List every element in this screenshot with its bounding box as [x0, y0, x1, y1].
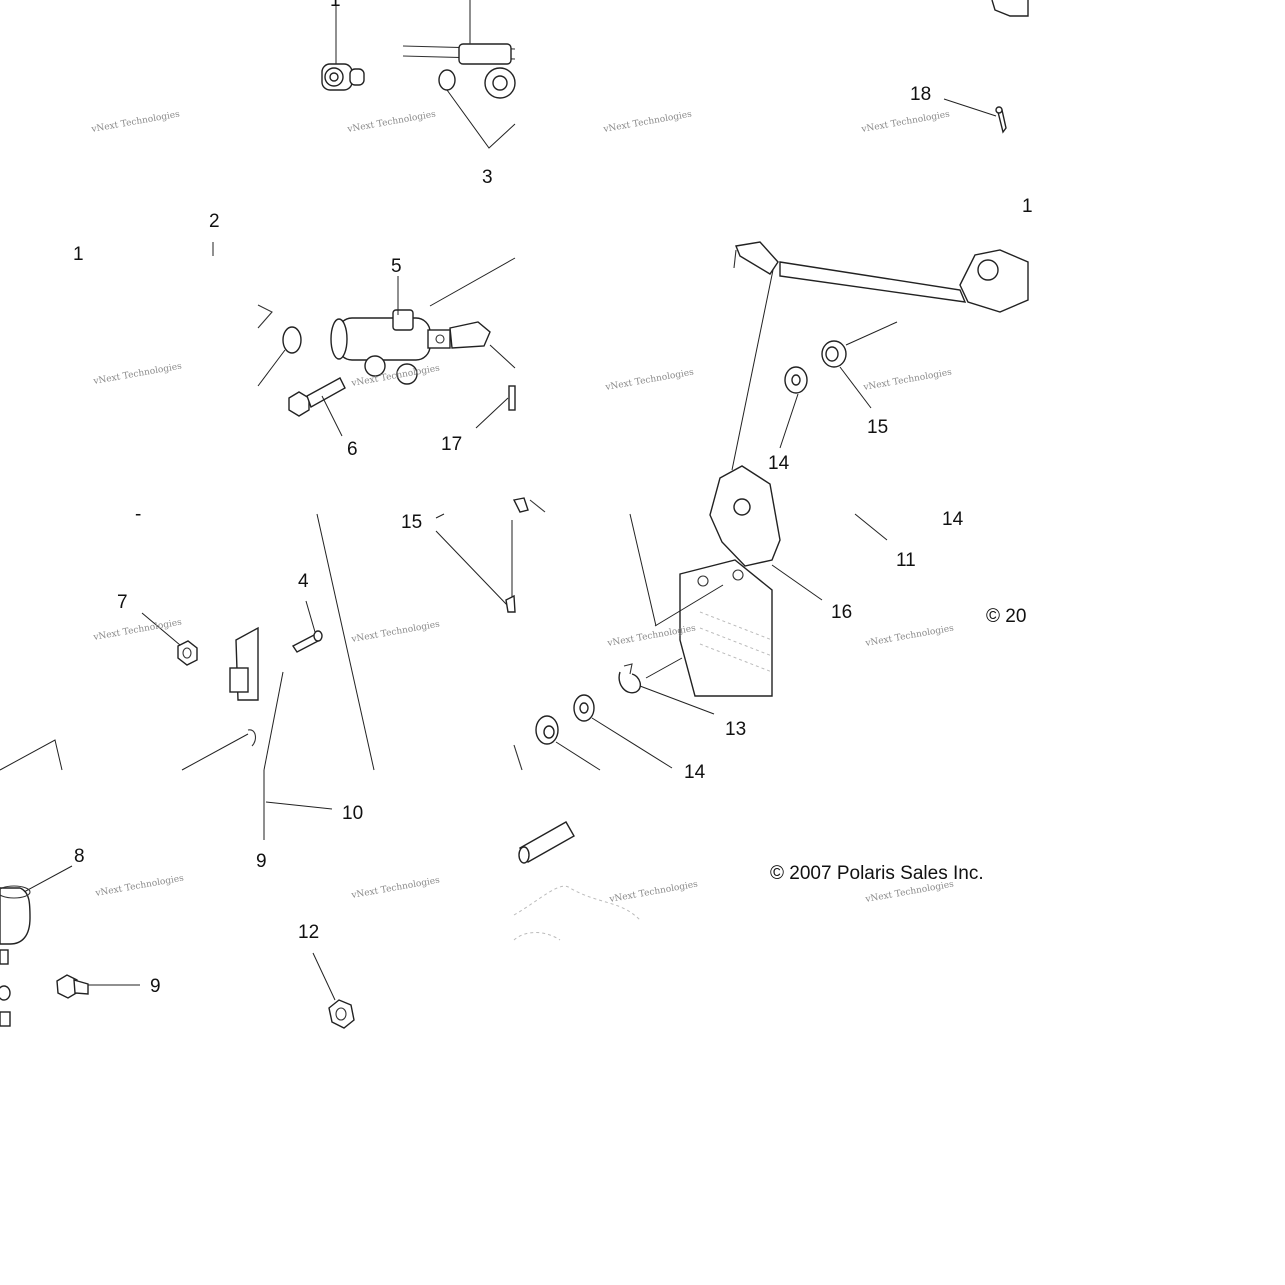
callout-14-right: 14 — [942, 509, 964, 530]
leader-3 — [446, 89, 516, 149]
leader-11 — [435, 530, 509, 607]
callout-7: 7 — [117, 592, 128, 613]
part-18-cotter-pin — [995, 106, 1007, 134]
callout-14-upper: 14 — [768, 453, 790, 474]
leader-7 — [141, 612, 181, 646]
part-3-washer — [438, 69, 456, 91]
pedal-pad-bottom — [513, 821, 641, 941]
callout-1-top: 1 — [330, 0, 341, 11]
pedal-mid-line — [654, 584, 724, 627]
part-4-clevis-pin — [291, 630, 323, 653]
copyright-notice: © 2007 Polaris Sales Inc. — [770, 863, 984, 884]
part-5-master-cylinder — [330, 309, 491, 385]
line-diag-b — [263, 671, 284, 771]
callout-14-lower: 14 — [684, 762, 706, 783]
part-15-bushing-lower — [535, 715, 559, 745]
callout-12: 12 — [298, 922, 319, 943]
push-rod-line — [429, 257, 516, 307]
callout-17: 17 — [441, 434, 462, 455]
callout-15-upper: 15 — [867, 417, 888, 438]
part-11-clip — [505, 497, 546, 613]
copyright-fragment-right: © 20 — [986, 606, 1026, 627]
callout-6: 6 — [347, 439, 358, 460]
watermark: vNext Technologies — [860, 110, 951, 136]
part-17-pin — [508, 385, 516, 411]
watermark: vNext Technologies — [350, 876, 441, 902]
part-7-nut — [177, 640, 198, 666]
leader-6 — [321, 395, 343, 437]
leader-2-b — [257, 349, 286, 387]
watermark: vNext Technologies — [92, 618, 183, 644]
clip-fragment-top-right — [991, 0, 1029, 17]
watermark: vNext Technologies — [864, 624, 955, 650]
leader-15-b — [839, 366, 872, 409]
watermark: vNext Technologies — [346, 110, 437, 136]
part-14-washer — [784, 366, 808, 394]
watermark: vNext Technologies — [350, 364, 441, 390]
push-rod-line-2 — [489, 344, 516, 369]
watermark: vNext Technologies — [92, 362, 183, 388]
leader-15-a — [845, 321, 898, 346]
leader-11-b — [435, 513, 445, 519]
leader-17 — [475, 397, 509, 429]
callout-8: 8 — [74, 846, 85, 867]
callout-15-lower: 11 — [896, 550, 916, 571]
part-12-nut — [328, 999, 355, 1029]
leader-14-lower — [591, 717, 673, 769]
leader-13-b — [645, 657, 683, 679]
callout-11: 15 — [401, 512, 422, 533]
part-8-reservoir — [0, 885, 31, 1027]
callout-frag-left: - — [135, 504, 141, 525]
leader-8 — [23, 865, 73, 893]
watermark: vNext Technologies — [862, 368, 953, 394]
callout-10: 10 — [342, 803, 363, 824]
callout-13: 13 — [725, 719, 746, 740]
leader-14-upper — [779, 393, 799, 449]
part-15-bushing — [821, 340, 847, 368]
callout-4: 4 — [298, 571, 309, 592]
leader-18 — [943, 98, 997, 117]
brake-line-upper — [402, 0, 516, 99]
watermark: vNext Technologies — [604, 368, 695, 394]
part-2-washer — [257, 304, 302, 354]
callout-9-frag: 9 — [256, 851, 267, 872]
reservoir-bracket — [229, 626, 265, 840]
callout-1-mid: 1 — [73, 244, 84, 265]
line-frag-d — [247, 729, 257, 747]
part-6-bolt — [288, 377, 346, 417]
part-14-washer-lower — [573, 694, 595, 722]
leader-12 — [312, 952, 336, 1001]
part-9-bolt — [56, 974, 89, 999]
watermark: vNext Technologies — [94, 874, 185, 900]
pedal-left-line — [629, 513, 657, 627]
watermark: vNext Technologies — [90, 110, 181, 136]
leader-13 — [639, 685, 715, 715]
line-diag-c — [181, 733, 249, 771]
callout-2: 2 — [209, 211, 220, 232]
callout-3: 3 — [482, 167, 493, 188]
callout-5: 5 — [391, 256, 402, 277]
watermark: vNext Technologies — [602, 110, 693, 136]
line-frag-e — [513, 744, 523, 771]
pedal-stem-line — [731, 269, 774, 471]
leader-15-lower — [854, 513, 888, 541]
part-13-spring-clip — [618, 663, 642, 694]
part-1-fitting — [321, 63, 365, 91]
callout-9: 9 — [150, 976, 161, 997]
brake-pedal-arm — [679, 465, 781, 697]
line-diag-a — [316, 513, 375, 771]
line-frag-f — [0, 739, 63, 771]
leader-16 — [771, 564, 823, 601]
brake-pedal-rod — [733, 241, 1029, 313]
watermark: vNext Technologies — [608, 880, 699, 906]
callout-16: 16 — [831, 602, 852, 623]
watermark: vNext Technologies — [350, 620, 441, 646]
callout-18: 18 — [910, 84, 931, 105]
leader-15-bottom — [555, 741, 601, 771]
leader-4 — [305, 600, 316, 633]
leader-10 — [265, 801, 333, 810]
callout-1-right: 1 — [1022, 196, 1033, 217]
